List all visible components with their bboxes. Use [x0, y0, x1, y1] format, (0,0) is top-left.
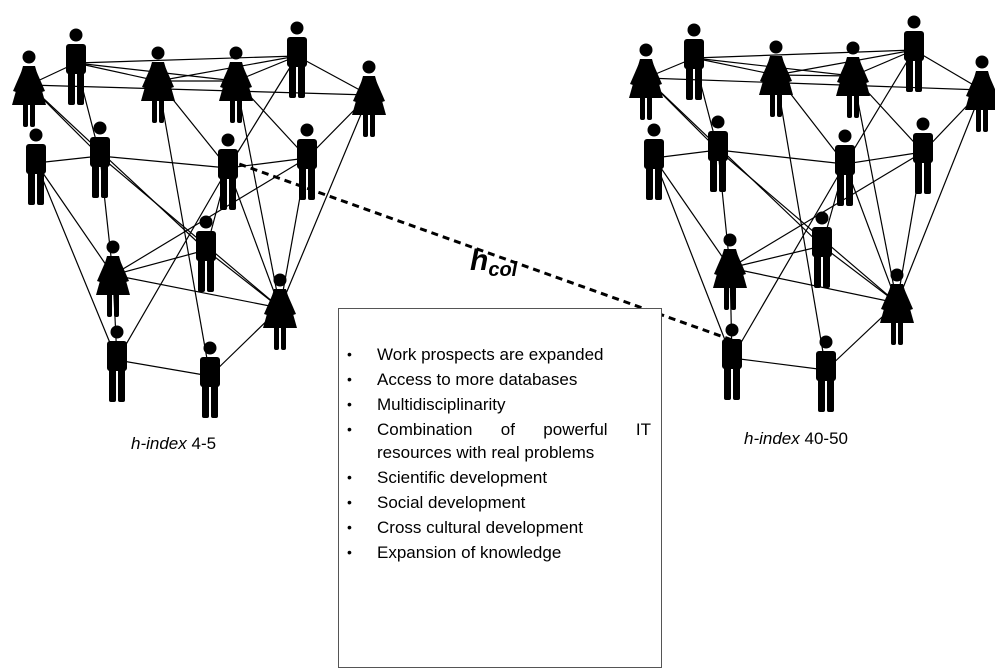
person-female-icon: [965, 55, 995, 132]
person-male-icon: [200, 341, 220, 418]
network-edge: [731, 357, 827, 371]
network-edge: [296, 55, 370, 96]
person-female-icon: [759, 40, 793, 117]
network-edge: [116, 359, 211, 377]
person-male-icon: [835, 129, 855, 206]
person-male-icon: [722, 323, 742, 400]
network-edge: [279, 94, 370, 309]
benefit-item: Expansion of knowledge: [339, 541, 651, 564]
person-male-icon: [644, 123, 664, 200]
network-edge: [112, 249, 207, 276]
network-edge: [227, 167, 281, 309]
benefit-item: Cross cultural development: [339, 516, 651, 539]
network-edge: [693, 49, 915, 59]
benefits-list: Work prospects are expanded Access to mo…: [339, 309, 661, 564]
person-male-icon: [90, 121, 110, 198]
network-edge: [729, 151, 924, 269]
network-edge: [112, 274, 281, 309]
person-male-icon: [816, 335, 836, 412]
network-edge: [653, 157, 733, 359]
network-edge: [729, 267, 898, 304]
person-female-icon: [263, 273, 297, 350]
network-edge: [821, 245, 898, 304]
person-male-icon: [684, 23, 704, 100]
person-male-icon: [904, 15, 924, 92]
benefit-item: Social development: [339, 491, 651, 514]
person-male-icon: [218, 133, 238, 210]
network-edge: [717, 149, 846, 165]
person-female-icon: [629, 43, 663, 120]
network-edge: [99, 155, 229, 169]
network-edge: [775, 49, 915, 76]
network-edge: [35, 155, 101, 164]
person-male-icon: [196, 215, 216, 292]
network-edge: [775, 74, 827, 371]
network-edge: [116, 167, 229, 361]
network-edge: [731, 163, 846, 359]
person-female-icon: [12, 50, 46, 127]
benefits-box: Work prospects are expanded Access to mo…: [338, 308, 662, 668]
network-edge: [896, 89, 983, 304]
network-edge: [729, 245, 823, 269]
person-female-icon: [880, 268, 914, 345]
person-male-icon: [66, 28, 86, 105]
left-group-caption: h-index 4-5: [131, 434, 217, 453]
person-female-icon: [713, 233, 747, 310]
network-edge: [913, 49, 983, 91]
network-edge: [227, 157, 308, 169]
person-male-icon: [287, 21, 307, 98]
person-male-icon: [913, 117, 933, 194]
collaboration-label: hcol: [470, 244, 518, 281]
benefit-item: Combination of powerful IT resources wit…: [339, 418, 651, 464]
person-male-icon: [26, 128, 46, 205]
right-group-caption: h-index 40-50: [744, 429, 848, 448]
network-edge: [35, 162, 114, 276]
network-edge: [235, 80, 281, 309]
person-male-icon: [708, 115, 728, 192]
benefit-item: Access to more databases: [339, 368, 651, 391]
network-edge: [844, 163, 898, 304]
person-female-icon: [96, 240, 130, 317]
network-edge: [852, 75, 898, 304]
benefit-item: Multidisciplinarity: [339, 393, 651, 416]
benefit-item: Work prospects are expanded: [339, 343, 651, 366]
network-edge: [75, 62, 159, 82]
network-edge: [653, 149, 719, 159]
network-edge: [653, 157, 731, 269]
network-edge: [99, 155, 281, 309]
person-male-icon: [812, 211, 832, 288]
network-edge: [227, 55, 298, 169]
person-female-icon: [219, 46, 253, 123]
person-male-icon: [107, 325, 127, 402]
person-male-icon: [297, 123, 317, 200]
person-female-icon: [352, 60, 386, 137]
network-edge: [28, 84, 207, 251]
person-female-icon: [836, 41, 870, 118]
network-edge: [28, 84, 370, 96]
person-female-icon: [141, 46, 175, 123]
network-edge: [844, 49, 915, 165]
network-edge: [205, 249, 281, 309]
network-edge: [157, 55, 298, 82]
benefit-item: Scientific development: [339, 466, 651, 489]
network-edge: [693, 57, 777, 76]
network-edge: [157, 80, 211, 377]
network-edge: [35, 162, 118, 361]
network-edge: [844, 151, 924, 165]
network-edge: [75, 55, 298, 64]
network-edge: [645, 77, 823, 247]
